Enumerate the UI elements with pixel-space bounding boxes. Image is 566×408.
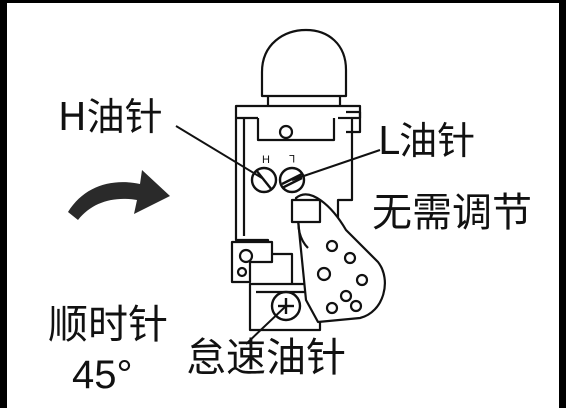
leader-lines	[175, 125, 381, 345]
label-h-needle: H油针	[58, 95, 163, 139]
carburetor-body	[230, 28, 386, 332]
label-idle-needle: 怠速油针	[186, 335, 346, 381]
clockwise-arrow-icon	[68, 170, 170, 220]
carb-marking-h: H	[262, 154, 270, 166]
label-l-needle: L油针	[378, 119, 476, 163]
label-clockwise: 顺时针	[48, 302, 168, 348]
h-needle-screw	[250, 166, 278, 194]
label-degrees: 45°	[72, 353, 133, 397]
label-no-adjust: 无需调节	[372, 190, 532, 236]
carb-marking-l: L	[289, 152, 295, 164]
